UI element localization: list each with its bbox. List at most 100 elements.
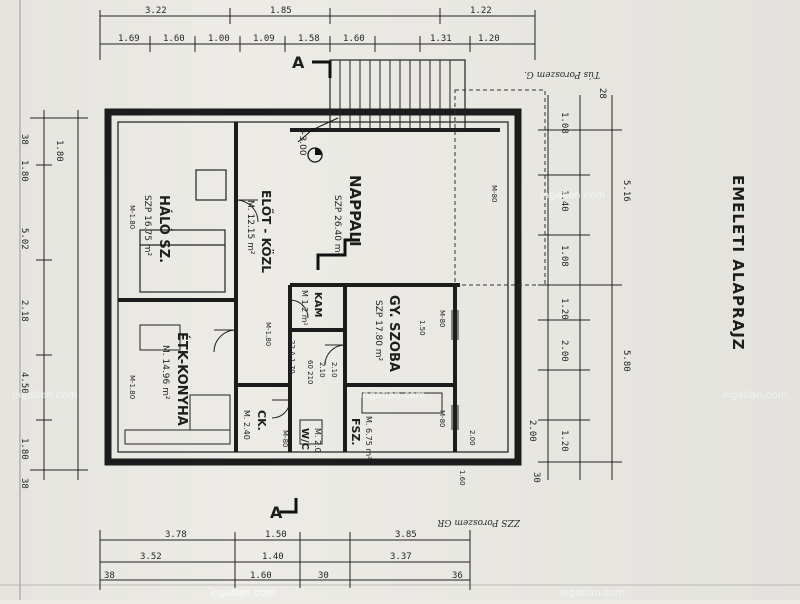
room-ck-area: M. 2.40 bbox=[242, 410, 251, 440]
windows bbox=[104, 108, 522, 430]
street-note-bottom: ZZS Poroszem GR bbox=[437, 517, 521, 527]
svg-text:1.60: 1.60 bbox=[458, 470, 466, 486]
room-etk-area: M. 14.96 m² bbox=[160, 345, 170, 400]
dim-left-4: 5.02 bbox=[19, 228, 29, 250]
watermark-left: ingatlan.com bbox=[12, 390, 77, 401]
watermark-bottom-left: ingatlan.com bbox=[210, 588, 275, 599]
dim-top-5: 1.58 bbox=[298, 34, 320, 44]
svg-text:M-80: M-80 bbox=[281, 430, 289, 447]
dim-left-1: 38 bbox=[19, 134, 29, 145]
section-marker-top: A bbox=[292, 53, 305, 72]
svg-text:30: 30 bbox=[318, 571, 329, 581]
svg-text:1.20: 1.20 bbox=[559, 298, 569, 320]
svg-text:36: 36 bbox=[452, 571, 463, 581]
room-nappali-name: NAPPALI bbox=[346, 175, 364, 247]
left-dimension-labels: 38 1.80 1.80 5.02 2.18 4.50 1.80 38 bbox=[19, 134, 64, 489]
dim-top-1: 1.69 bbox=[118, 34, 140, 44]
leader-line bbox=[297, 117, 339, 143]
svg-text:1.40: 1.40 bbox=[262, 552, 284, 562]
svg-text:3.52: 3.52 bbox=[140, 552, 162, 562]
dim-left-6: 4.50 bbox=[19, 372, 29, 394]
svg-text:30: 30 bbox=[531, 472, 541, 483]
dim-left-8: 38 bbox=[19, 478, 29, 489]
room-wc-name: W/C bbox=[299, 428, 310, 450]
svg-text:38: 38 bbox=[104, 571, 115, 581]
bathroom-fixtures bbox=[299, 392, 443, 445]
svg-text:5.16: 5.16 bbox=[621, 180, 631, 202]
watermark-upper: ingatlan.com bbox=[540, 190, 605, 201]
svg-text:3.78: 3.78 bbox=[165, 530, 187, 540]
room-halo-area: SZP 16.75 m² bbox=[142, 195, 152, 257]
room-elot-name: ELŐT - KÖZL bbox=[259, 190, 274, 273]
drawing-title: EMELETI ALAPRAJZ bbox=[729, 175, 747, 351]
svg-text:5.80: 5.80 bbox=[621, 350, 631, 372]
svg-text:M-80: M-80 bbox=[438, 410, 446, 427]
dim-top-total-2: 1.85 bbox=[270, 6, 292, 16]
room-fsz-name: FSZ. bbox=[349, 418, 362, 446]
section-line-bottom bbox=[280, 498, 298, 514]
svg-text:28: 28 bbox=[597, 88, 607, 99]
svg-text:3.85: 3.85 bbox=[395, 530, 417, 540]
room-wc-area: M. 2.0 bbox=[313, 428, 322, 453]
svg-text:M-1.80: M-1.80 bbox=[264, 322, 272, 346]
room-kam-name: KAM bbox=[312, 292, 323, 317]
dim-top-3: 1.00 bbox=[208, 34, 230, 44]
watermarks: ingatlan.com ingatlan.com ingatlan.com i… bbox=[12, 190, 787, 599]
dim-top-7: 1.31 bbox=[430, 34, 452, 44]
svg-text:22 A 1.70: 22 A 1.70 bbox=[288, 340, 296, 374]
svg-text:M-80: M-80 bbox=[438, 310, 446, 327]
svg-text:2.10: 2.10 bbox=[330, 362, 338, 378]
svg-text:2.00: 2.00 bbox=[527, 420, 537, 442]
right-dimension-labels: 1.08 1.40 5.16 1.08 1.20 2.00 2.00 1.20 … bbox=[527, 88, 631, 483]
top-dimension-labels: 1.69 1.60 1.00 1.09 1.58 1.60 1.31 1.20 … bbox=[118, 6, 500, 44]
room-gyszoba-area: SZP 17.80 m² bbox=[373, 300, 383, 362]
svg-text:2.00: 2.00 bbox=[468, 430, 476, 446]
bottom-dimension-lines bbox=[99, 530, 471, 590]
dim-left-2: 1.80 bbox=[19, 160, 29, 182]
right-dimension-lines bbox=[538, 95, 622, 480]
room-fsz-area: M. 6.75 m² bbox=[364, 416, 373, 459]
watermark-center: ingatlan.com bbox=[360, 390, 425, 401]
svg-text:1.60: 1.60 bbox=[250, 571, 272, 581]
section-marker-bottom: A bbox=[270, 503, 283, 522]
room-gyszoba-name: GY. SZOBA bbox=[386, 295, 401, 372]
svg-text:2.10: 2.10 bbox=[318, 362, 326, 378]
room-labels: HÁLÓ SZ. SZP 16.75 m² NAPPALI SZP 26.40 … bbox=[142, 175, 401, 459]
exterior-walls bbox=[104, 108, 522, 466]
svg-text:2.00: 2.00 bbox=[559, 340, 569, 362]
room-nappali-area: SZP 26.40 m² bbox=[332, 195, 342, 257]
staircase bbox=[329, 59, 466, 131]
bed-furniture bbox=[139, 169, 227, 293]
svg-text:1.50: 1.50 bbox=[418, 320, 426, 336]
svg-text:M-1.80: M-1.80 bbox=[128, 375, 136, 399]
svg-text:M-1.80: M-1.80 bbox=[128, 205, 136, 229]
dim-left-5: 2.18 bbox=[19, 300, 29, 322]
doors bbox=[213, 199, 346, 419]
svg-text:60 210: 60 210 bbox=[306, 360, 314, 385]
svg-text:M-80: M-80 bbox=[490, 185, 498, 202]
dim-top-6: 1.60 bbox=[343, 34, 365, 44]
room-ck-name: CK. bbox=[255, 410, 268, 431]
svg-text:1.08: 1.08 bbox=[559, 112, 569, 134]
left-dimension-lines bbox=[30, 110, 88, 480]
svg-text:1.20: 1.20 bbox=[559, 430, 569, 452]
elevation-marker-fill bbox=[315, 148, 322, 155]
room-kam-area: M 1.2 m² bbox=[300, 290, 309, 326]
kitchen-counter bbox=[124, 324, 231, 445]
elevation-label: +3.00 bbox=[297, 128, 307, 156]
watermark-right: ingatlan.com bbox=[722, 390, 787, 401]
watermark-bottom-right: ingatlan.com bbox=[560, 588, 625, 599]
section-line-top bbox=[312, 60, 332, 78]
dim-top-8: 1.20 bbox=[478, 34, 500, 44]
dim-left-3: 1.80 bbox=[54, 140, 64, 162]
svg-text:1.08: 1.08 bbox=[559, 245, 569, 267]
room-etk-name: ÉTK-KONYHA bbox=[174, 332, 190, 426]
dim-top-4: 1.09 bbox=[253, 34, 275, 44]
svg-text:1.50: 1.50 bbox=[265, 530, 287, 540]
street-note-top: Tús Poroszem G. bbox=[524, 69, 600, 80]
balcony-outline bbox=[454, 89, 546, 286]
dim-left-7: 1.80 bbox=[19, 438, 29, 460]
svg-text:3.37: 3.37 bbox=[390, 552, 412, 562]
